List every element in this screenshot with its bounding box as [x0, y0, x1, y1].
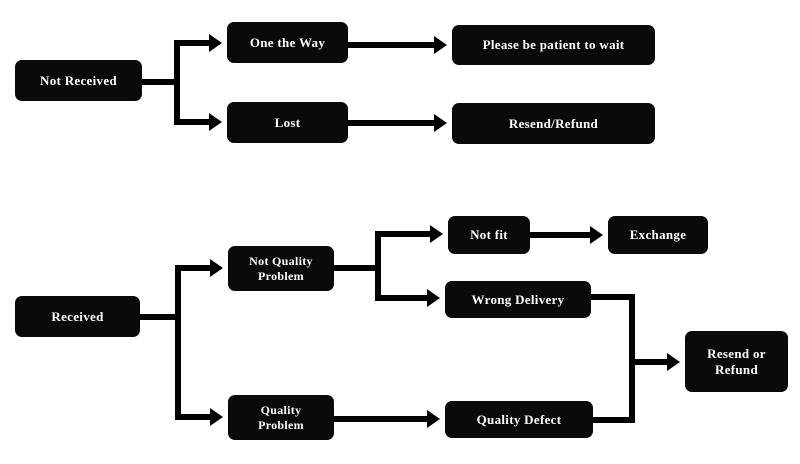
- node-one-the-way[interactable]: One the Way: [227, 22, 348, 63]
- node-label-please-be-patient-to-wait: Please be patient to wait: [482, 37, 625, 53]
- node-wrong-delivery[interactable]: Wrong Delivery: [445, 281, 591, 318]
- node-lost[interactable]: Lost: [227, 102, 348, 143]
- node-exchange[interactable]: Exchange: [608, 216, 708, 254]
- node-label-received: Received: [51, 308, 104, 324]
- node-please-be-patient-to-wait[interactable]: Please be patient to wait: [452, 25, 655, 65]
- node-received[interactable]: Received: [15, 296, 140, 337]
- node-label-not-received: Not Received: [40, 72, 117, 88]
- node-not-quality-problem[interactable]: Not Quality Problem: [228, 246, 334, 291]
- arrow-head: [210, 259, 223, 277]
- node-label-not-fit: Not fit: [470, 227, 508, 243]
- node-label-exchange: Exchange: [629, 227, 687, 243]
- arrow-head: [209, 34, 222, 52]
- connector-one-the-way-to-please-wait: [348, 36, 447, 54]
- arrow-head: [427, 410, 440, 428]
- connector-wrong-delivery-to-merge: [591, 294, 635, 362]
- connector-lost-to-resend-refund: [348, 114, 447, 132]
- node-resend-refund[interactable]: Resend/Refund: [452, 103, 655, 144]
- node-not-fit[interactable]: Not fit: [448, 216, 530, 254]
- arrow-head: [210, 408, 223, 426]
- connector-quality-defect-to-merge: [593, 362, 635, 423]
- arrow-head: [434, 36, 447, 54]
- node-not-received[interactable]: Not Received: [15, 60, 142, 101]
- connector-merge-to-resend-or-refund: [629, 353, 680, 371]
- connector-not-fit-to-exchange: [530, 226, 603, 244]
- connector-split-3-to-wrong-delivery: [375, 289, 440, 307]
- connector-split-2-to-quality-problem: [175, 408, 223, 426]
- arrow-head: [209, 113, 222, 131]
- arrow-head: [430, 225, 443, 243]
- node-resend-or-refund[interactable]: Resend or Refund: [685, 331, 788, 392]
- node-label-resend-or-refund: Resend or Refund: [707, 346, 766, 377]
- arrow-head: [434, 114, 447, 132]
- node-label-wrong-delivery: Wrong Delivery: [471, 291, 565, 307]
- node-label-resend-refund: Resend/Refund: [508, 115, 599, 131]
- node-label-one-the-way: One the Way: [249, 34, 326, 50]
- node-quality-defect[interactable]: Quality Defect: [445, 401, 593, 438]
- node-label-not-quality-problem: Not Quality Problem: [249, 254, 313, 283]
- connector-split-1-to-one-the-way: [174, 34, 222, 52]
- arrow-head: [667, 353, 680, 371]
- connector-split-1-to-lost: [174, 113, 222, 131]
- connector-split-3-to-not-fit: [375, 225, 443, 243]
- node-label-lost: Lost: [274, 114, 301, 130]
- connector-split-2-to-not-quality-problem: [175, 259, 223, 277]
- arrow-head: [590, 226, 603, 244]
- node-label-quality-defect: Quality Defect: [476, 411, 562, 427]
- node-label-quality-problem: Quality Problem: [258, 403, 304, 432]
- connector-quality-problem-to-quality-defect: [334, 410, 440, 428]
- node-quality-problem[interactable]: Quality Problem: [228, 395, 334, 440]
- arrow-head: [427, 289, 440, 307]
